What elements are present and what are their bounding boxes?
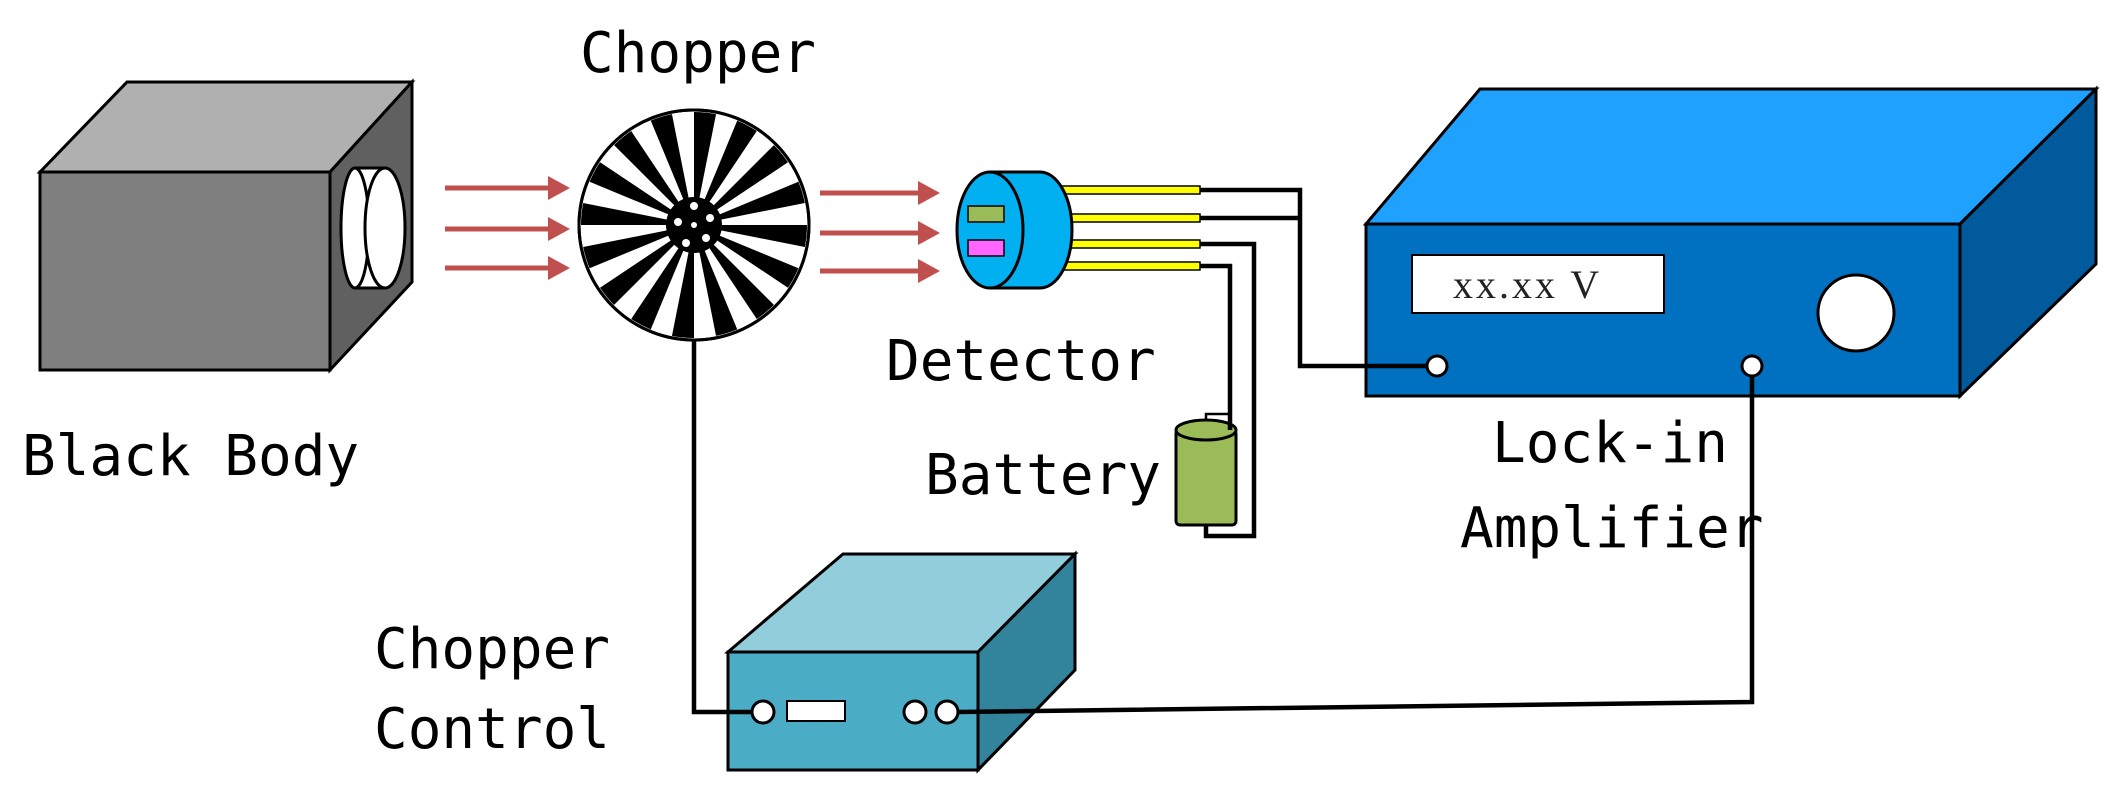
- chopper-blade: [631, 225, 694, 330]
- chopper-control: [723, 550, 1079, 774]
- radiation-arrows-2: [820, 181, 940, 283]
- chopper-blade: [694, 145, 788, 225]
- wire-control-to-lockin: [957, 376, 1755, 715]
- chopper-wheel: [577, 108, 811, 342]
- chopper-blade: [671, 225, 694, 338]
- black-body-aperture: [339, 166, 407, 290]
- chopper-blade: [583, 225, 694, 269]
- detector: [955, 170, 1201, 290]
- detector-element-pink: [967, 239, 1005, 257]
- wire-chopper-to-control: [691, 340, 752, 715]
- detector-leads: [1059, 185, 1201, 271]
- black-body-label: Black Body: [22, 424, 359, 489]
- black-body: [36, 78, 416, 374]
- lockin-knob[interactable]: [1816, 273, 1896, 353]
- chopper-blade: [694, 181, 805, 225]
- detector-window: [955, 170, 1025, 290]
- chopper-blade: [694, 225, 799, 288]
- lockin-reference-input-jack[interactable]: [1740, 354, 1764, 378]
- lockin-display: [1411, 254, 1665, 314]
- chopper-control-label-line1: Chopper: [374, 617, 610, 682]
- chopper-blade: [694, 120, 757, 225]
- lock-in-amplifier: [1362, 85, 2100, 400]
- battery: [1174, 412, 1238, 527]
- wire-detector-to-battery-a: [1200, 241, 1257, 539]
- detector-element-green: [967, 205, 1005, 223]
- wire-detector-to-battery-b: [1200, 263, 1233, 430]
- chopper-blade: [614, 131, 694, 225]
- lockin-signal-input-jack[interactable]: [1425, 354, 1449, 378]
- radiation-arrows-1: [445, 176, 570, 280]
- chopper-blade: [694, 225, 774, 319]
- wires: [691, 187, 1755, 715]
- chopper-control-motor-jack[interactable]: [750, 699, 776, 725]
- chopper-hub-holes: [674, 202, 714, 247]
- battery-label: Battery: [925, 443, 1161, 508]
- chopper-control-label-line2: Control: [374, 697, 610, 762]
- chopper-blade: [694, 112, 717, 225]
- chopper-blade: [600, 225, 694, 305]
- chopper-blade: [589, 162, 694, 225]
- lockin-label-line2: Amplifier: [1460, 496, 1763, 561]
- chopper-blade: [694, 225, 807, 248]
- chopper-control-reference-out-jack[interactable]: [934, 699, 960, 725]
- chopper-blade: [581, 202, 694, 225]
- lockin-label-line1: Lock-in: [1492, 411, 1728, 476]
- lockin-readout: xx.xx V: [1453, 262, 1602, 307]
- chopper-control-knob[interactable]: [902, 699, 928, 725]
- chopper-blade: [694, 225, 738, 336]
- chopper-control-display: [786, 700, 846, 722]
- wire-detector-to-lockin: [1200, 187, 1427, 369]
- detector-label: Detector: [886, 329, 1156, 394]
- chopper-blades: [581, 112, 807, 338]
- black-body-front: [38, 170, 332, 372]
- chopper-label: Chopper: [580, 21, 816, 86]
- chopper-blade: [650, 114, 694, 225]
